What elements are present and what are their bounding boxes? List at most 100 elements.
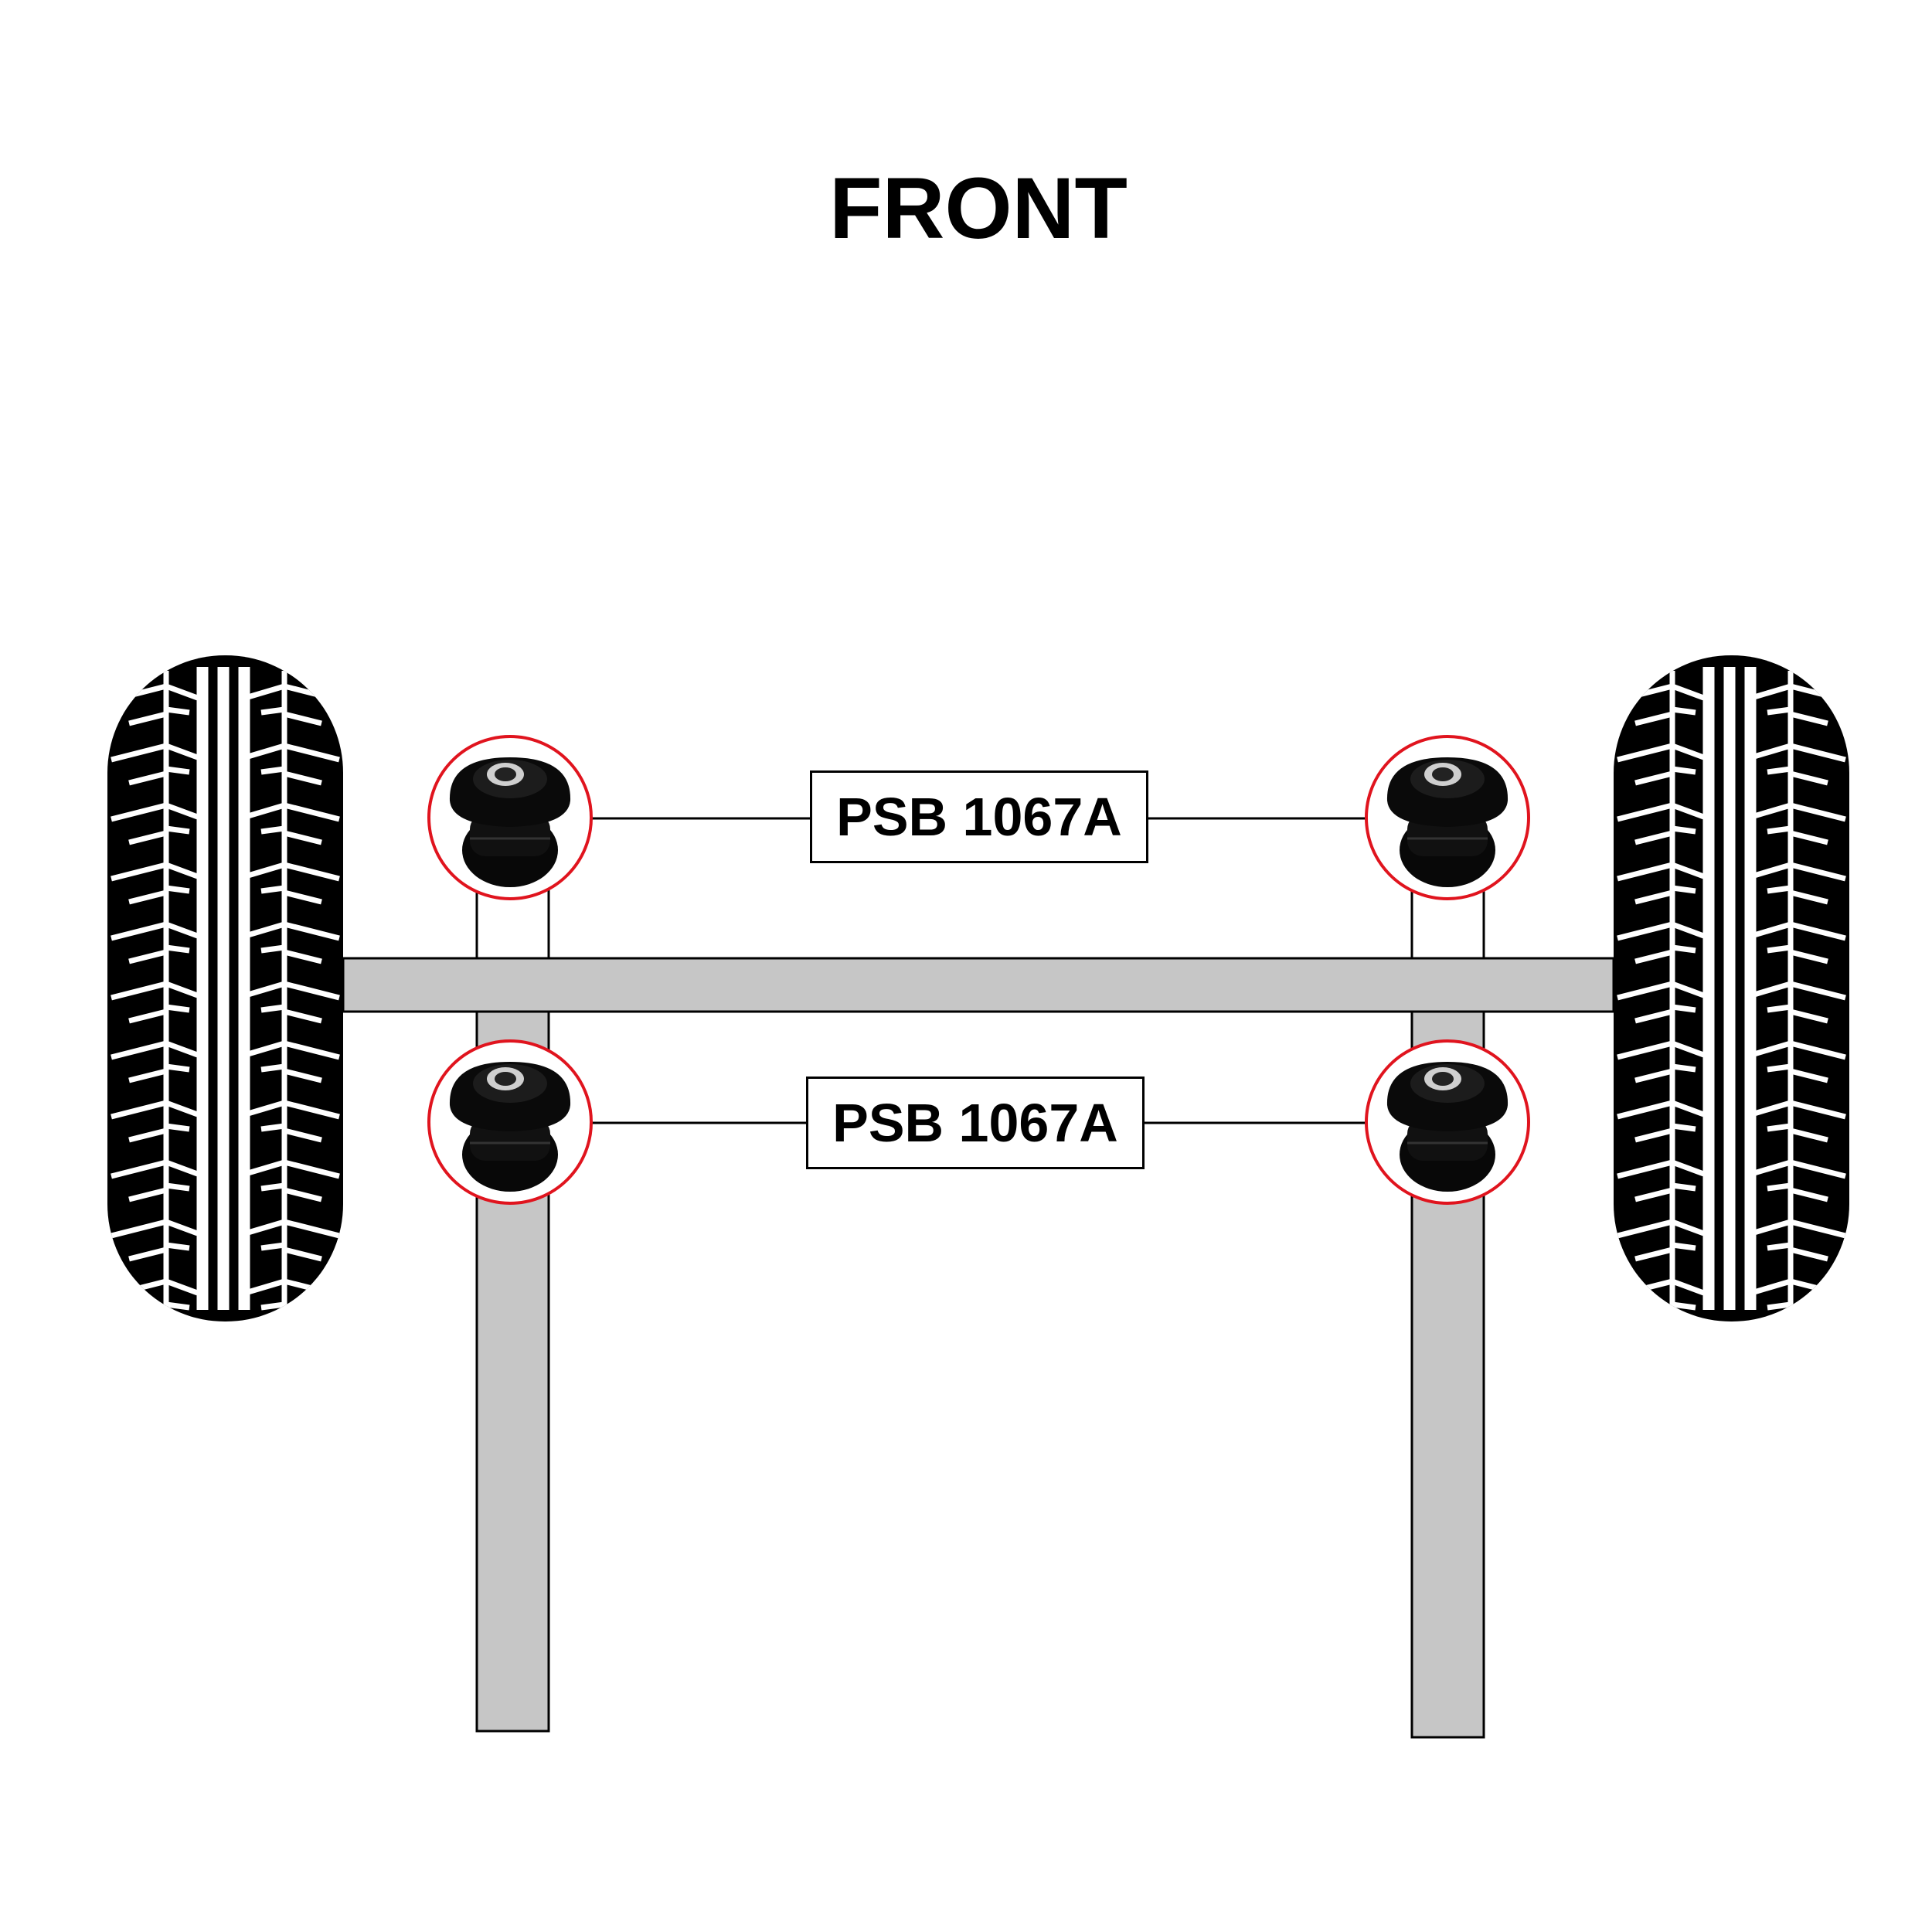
tread-line bbox=[1750, 1219, 1791, 1236]
tread-blob bbox=[284, 949, 322, 964]
tread-line bbox=[1790, 1219, 1846, 1239]
tread-groove bbox=[1702, 667, 1715, 1310]
tread-blob bbox=[284, 1247, 322, 1262]
tread-line bbox=[1790, 743, 1846, 763]
tread-blob bbox=[165, 1123, 190, 1132]
tread-blob bbox=[1790, 1009, 1828, 1024]
tread-blob bbox=[260, 706, 285, 716]
tread-blob bbox=[260, 1123, 285, 1132]
tread-blob bbox=[1767, 1182, 1791, 1192]
tread-blob bbox=[1790, 1247, 1828, 1262]
tread-blob bbox=[1672, 1242, 1696, 1251]
tread-line bbox=[1671, 1219, 1705, 1236]
tread-line bbox=[1750, 1040, 1791, 1058]
tread-blob bbox=[1790, 1068, 1828, 1083]
tread-blob bbox=[165, 944, 190, 954]
tread-line bbox=[1671, 1040, 1705, 1058]
tread-blob bbox=[128, 1009, 167, 1024]
tread-line bbox=[1671, 743, 1705, 760]
tread-blob bbox=[1672, 944, 1696, 954]
tread-line bbox=[111, 743, 167, 763]
tread-blob bbox=[1790, 830, 1828, 845]
tread-blob bbox=[260, 825, 285, 835]
tread-line bbox=[244, 1219, 285, 1236]
tread-line bbox=[1617, 1040, 1673, 1060]
tread-blob bbox=[284, 1128, 322, 1143]
tread-blob bbox=[128, 770, 167, 786]
tread-blob bbox=[165, 885, 190, 894]
tread-blob bbox=[1672, 1123, 1696, 1132]
tread-blob bbox=[1790, 770, 1828, 786]
tread-line bbox=[165, 1040, 199, 1058]
tread-blob bbox=[128, 949, 167, 964]
tread-blob bbox=[1672, 706, 1696, 716]
tread-line bbox=[1790, 1040, 1846, 1060]
tread-blob bbox=[1767, 1004, 1791, 1013]
tread-groove bbox=[196, 667, 209, 1310]
tread-blob bbox=[284, 770, 322, 786]
tread-blob bbox=[284, 1306, 322, 1321]
tread-blob bbox=[165, 1242, 190, 1251]
tread-blob bbox=[260, 944, 285, 954]
tread-line bbox=[1617, 1159, 1673, 1179]
tread-blob bbox=[1672, 885, 1696, 894]
tread-groove bbox=[238, 667, 250, 1310]
bushing bbox=[427, 1039, 593, 1205]
tread-blob bbox=[1790, 711, 1828, 726]
tread-line bbox=[111, 1040, 167, 1060]
tread-blob bbox=[1634, 1068, 1673, 1083]
tread-blob bbox=[1634, 711, 1673, 726]
tread-groove bbox=[217, 667, 230, 1310]
tread-line bbox=[244, 743, 285, 760]
tread-line bbox=[111, 862, 167, 882]
tread-line bbox=[1790, 862, 1846, 882]
tread-line bbox=[284, 981, 340, 1001]
tread-line bbox=[244, 1159, 285, 1177]
cross-beam bbox=[342, 957, 1615, 1013]
tread-blob bbox=[128, 1306, 167, 1321]
bushing bbox=[1365, 735, 1530, 900]
tread-line bbox=[1617, 921, 1673, 941]
tread-blob bbox=[284, 711, 322, 726]
tread-blob bbox=[260, 1242, 285, 1251]
tread-blob bbox=[128, 1247, 167, 1262]
tread-blob bbox=[165, 706, 190, 716]
tread-line bbox=[244, 683, 285, 701]
tread-blob bbox=[1634, 770, 1673, 786]
tread-blob bbox=[1767, 766, 1791, 775]
tread-line bbox=[1617, 981, 1673, 1001]
tread-blob bbox=[260, 1182, 285, 1192]
page-title: FRONT bbox=[829, 160, 1128, 257]
tread-line bbox=[111, 1219, 167, 1239]
tread-blob bbox=[1790, 1187, 1828, 1202]
tread-blob bbox=[1767, 885, 1791, 894]
sleeve-bore bbox=[1432, 1072, 1454, 1086]
tread-blob bbox=[1672, 1063, 1696, 1073]
tread-blob bbox=[284, 889, 322, 905]
tread-blob bbox=[260, 1004, 285, 1013]
tread-line bbox=[244, 1040, 285, 1058]
tread-line bbox=[165, 683, 199, 701]
tread-groove bbox=[1744, 667, 1757, 1310]
tread-line bbox=[1671, 921, 1705, 939]
right-tire bbox=[1614, 655, 1849, 1321]
tread-pattern bbox=[111, 667, 340, 1321]
sleeve-bore bbox=[1432, 767, 1454, 781]
tread-blob bbox=[1634, 1306, 1673, 1321]
tread-blob bbox=[1672, 825, 1696, 835]
tread-blob bbox=[165, 1004, 190, 1013]
tread-groove bbox=[1723, 667, 1736, 1310]
tread-line bbox=[1790, 1159, 1846, 1179]
tread-blob bbox=[1767, 944, 1791, 954]
tread-line bbox=[1790, 802, 1846, 822]
tread-blob bbox=[1790, 1306, 1828, 1321]
tread-line bbox=[165, 743, 199, 760]
tread-line bbox=[284, 802, 340, 822]
tread-blob bbox=[284, 1009, 322, 1024]
part-label-upper: PSB 1067A bbox=[810, 770, 1148, 863]
tread-line bbox=[1750, 683, 1791, 701]
tread-line bbox=[1617, 802, 1673, 822]
tread-line bbox=[284, 1159, 340, 1179]
tread-line bbox=[165, 1159, 199, 1177]
